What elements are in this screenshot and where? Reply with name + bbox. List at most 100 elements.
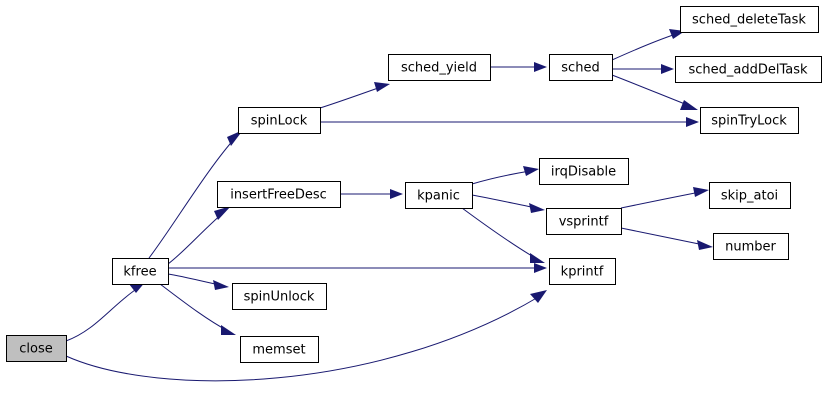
edge-line	[148, 136, 237, 259]
edge-sched-to-spinTryLock	[611, 74, 698, 110]
arrowhead-icon	[221, 325, 236, 335]
node-box[interactable]	[549, 258, 616, 285]
edge-line	[611, 33, 677, 61]
arrowhead-icon	[390, 189, 403, 199]
arrowhead-icon	[529, 203, 545, 213]
edge-line	[159, 283, 229, 332]
node-kpanic[interactable]: kpanic	[405, 182, 473, 209]
edge-line	[620, 227, 705, 246]
node-sched_yield[interactable]: sched_yield	[388, 54, 491, 81]
node-box[interactable]	[709, 182, 791, 209]
node-box[interactable]	[539, 158, 629, 185]
node-memset[interactable]: memset	[240, 336, 319, 363]
edge-vsprintf-to-skip_atoi	[620, 187, 709, 209]
node-box[interactable]	[680, 6, 819, 33]
node-label: vsprintf	[559, 215, 609, 230]
arrowhead-icon	[680, 100, 698, 110]
node-box[interactable]	[700, 107, 799, 134]
node-spinLock[interactable]: spinLock	[238, 107, 321, 134]
node-vsprintf[interactable]: vsprintf	[546, 208, 622, 235]
node-insertFreeDesc[interactable]: insertFreeDesc	[217, 181, 341, 208]
node-label: skip_atoi	[721, 189, 778, 204]
node-label: sched_deleteTask	[692, 13, 806, 28]
node-spinUnlock[interactable]: spinUnlock	[232, 283, 327, 310]
node-box[interactable]	[112, 258, 169, 285]
arrowhead-icon	[661, 64, 674, 74]
arrowhead-icon	[693, 187, 709, 197]
edges-layer	[65, 29, 713, 382]
node-label: sched	[561, 61, 599, 76]
node-sched_deleteTask[interactable]: sched_deleteTask	[680, 6, 819, 33]
arrowhead-icon	[214, 206, 231, 220]
edge-insertFreeDesc-to-kpanic	[340, 189, 403, 199]
edge-sched-to-sched_deleteTask	[611, 29, 685, 61]
edge-kpanic-to-irqDisable	[471, 166, 539, 185]
edge-kpanic-to-vsprintf	[471, 194, 545, 213]
node-label: sched_yield	[401, 61, 477, 76]
node-box[interactable]	[405, 182, 473, 209]
edge-kfree-to-spinUnlock	[167, 273, 229, 290]
edge-spinLock-to-spinTryLock	[320, 117, 699, 127]
node-box[interactable]	[232, 283, 327, 310]
edge-vsprintf-to-number	[620, 227, 713, 250]
node-label: close	[19, 342, 52, 357]
node-box[interactable]	[713, 233, 789, 260]
node-skip_atoi[interactable]: skip_atoi	[709, 182, 791, 209]
arrowhead-icon	[530, 290, 547, 303]
arrowhead-icon	[213, 280, 229, 290]
node-box[interactable]	[240, 336, 319, 363]
node-label: kfree	[123, 265, 156, 280]
edge-line	[167, 211, 225, 265]
node-close[interactable]: close	[6, 335, 67, 362]
edge-kfree-to-insertFreeDesc	[167, 206, 231, 265]
edge-line	[471, 194, 537, 209]
node-box[interactable]	[388, 54, 491, 81]
node-label: sched_addDelTask	[688, 63, 808, 78]
edge-close-to-kfree	[65, 281, 146, 342]
arrowhead-icon	[374, 82, 390, 92]
node-kprintf[interactable]: kprintf	[549, 258, 616, 285]
node-label: spinLock	[251, 114, 308, 129]
node-box[interactable]	[238, 107, 321, 134]
edge-sched-to-sched_addDelTask	[612, 64, 674, 74]
edge-sched_yield-to-sched	[490, 62, 547, 72]
edge-line	[319, 86, 382, 109]
node-label: spinTryLock	[711, 114, 787, 129]
node-sched_addDelTask[interactable]: sched_addDelTask	[675, 56, 822, 83]
node-box[interactable]	[675, 56, 822, 83]
node-box[interactable]	[6, 335, 67, 362]
node-box[interactable]	[546, 208, 622, 235]
arrowhead-icon	[523, 166, 539, 176]
node-box[interactable]	[549, 54, 613, 81]
node-kfree[interactable]: kfree	[112, 258, 169, 285]
edge-kpanic-to-kprintf	[461, 207, 545, 263]
edge-line	[167, 273, 221, 286]
node-sched[interactable]: sched	[549, 54, 613, 81]
edge-line	[620, 191, 701, 209]
node-box[interactable]	[217, 181, 341, 208]
edge-line	[471, 170, 531, 185]
node-label: kpanic	[417, 189, 460, 204]
node-label: memset	[252, 343, 305, 358]
node-number[interactable]: number	[713, 233, 789, 260]
edge-line	[461, 207, 538, 260]
arrowhead-icon	[534, 263, 547, 273]
edge-kfree-to-kprintf	[168, 263, 547, 273]
arrowhead-icon	[530, 253, 545, 263]
edge-kfree-to-memset	[159, 283, 236, 335]
edge-line	[65, 295, 541, 382]
arrowhead-icon	[697, 240, 713, 250]
edge-close-to-kprintf	[65, 290, 547, 382]
node-spinTryLock[interactable]: spinTryLock	[700, 107, 799, 134]
edge-line	[65, 287, 139, 342]
nodes-layer: close kfree spinLock insertFreeDesc spinUnlo…	[6, 6, 822, 363]
node-irqDisable[interactable]: irqDisable	[539, 158, 629, 185]
node-label: irqDisable	[551, 165, 616, 180]
node-label: spinUnlock	[244, 290, 315, 305]
node-label: number	[725, 240, 776, 255]
node-label: kprintf	[561, 265, 604, 280]
edge-spinLock-to-sched_yield	[319, 82, 390, 109]
node-label: insertFreeDesc	[230, 188, 327, 203]
